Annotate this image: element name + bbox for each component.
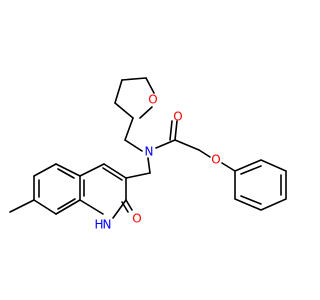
amide-group — [155, 120, 200, 151]
lactam-hydrogen-label: H — [94, 218, 103, 232]
carbonyl-oxygen-label: O — [173, 110, 182, 124]
atom-labels: O O O N O H N — [94, 93, 220, 232]
molecule-structure: O O O N O H N — [9, 77, 287, 232]
thf-oxygen-label: O — [148, 93, 157, 107]
quinolinone-methylene-linker — [125, 157, 151, 179]
ether-oxygen-label: O — [211, 153, 220, 167]
lactam-oxygen-label: O — [132, 212, 141, 226]
thf-methylene-linker — [124, 117, 143, 152]
tetrahydrofuran-ring — [114, 77, 155, 119]
amide-nitrogen-label: N — [145, 145, 154, 159]
phenoxy-group — [198, 149, 287, 211]
quinolinone-ring-system — [9, 163, 133, 219]
molecule-diagram: O O O N O H N — [9, 77, 287, 232]
lactam-nitrogen-label: N — [103, 218, 112, 232]
